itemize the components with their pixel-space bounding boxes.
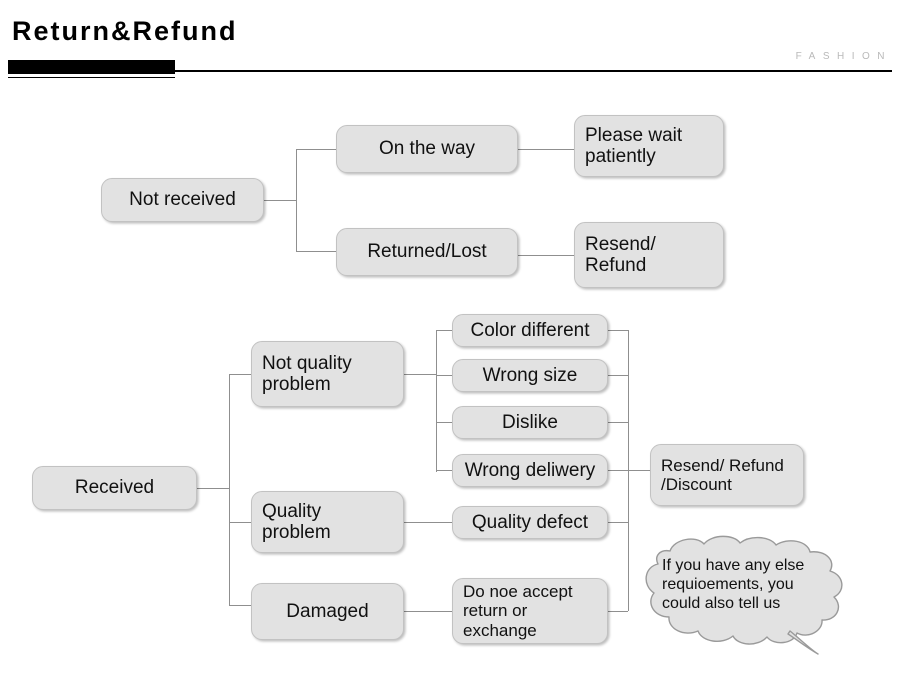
node-resend-refund-discount[interactable]: Resend/ Refund /Discount: [650, 444, 804, 506]
connector-returned-to-resend: [518, 255, 574, 256]
connector-color-different-out: [608, 330, 628, 331]
connector-root2-stem: [197, 488, 229, 489]
header-rule-line: [8, 70, 892, 72]
connector-ontheway-to-wait: [518, 149, 574, 150]
page-title: Return&Refund: [12, 16, 238, 46]
node-on-the-way[interactable]: On the way: [336, 125, 518, 173]
node-received[interactable]: Received: [32, 466, 197, 510]
connector-to-color-different: [436, 330, 452, 331]
header-rule-hairline: [8, 77, 175, 78]
callout-bubble[interactable]: If you have any else requioements, you c…: [640, 535, 858, 655]
connector-damaged-to-donoe: [404, 611, 452, 612]
node-quality-defect[interactable]: Quality defect: [452, 506, 608, 539]
connector-bus-to-outcome: [628, 470, 650, 471]
node-damaged[interactable]: Damaged: [251, 583, 404, 640]
node-please-wait-patiently[interactable]: Please wait patiently: [574, 115, 724, 177]
connector-to-wrong-size: [436, 375, 452, 376]
header-rule-block: [8, 60, 175, 74]
node-returned-lost[interactable]: Returned/Lost: [336, 228, 518, 276]
node-dislike[interactable]: Dislike: [452, 406, 608, 439]
connector-root1-bus: [296, 149, 297, 251]
connector-notquality-bus: [436, 330, 437, 472]
node-not-quality-problem[interactable]: Not quality problem: [251, 341, 404, 407]
connector-donoe-out: [608, 611, 628, 612]
connector-root1-to-returned: [296, 251, 336, 252]
connector-root1-to-ontheway: [296, 149, 336, 150]
node-do-noe-accept[interactable]: Do noe accept return or exchange: [452, 578, 608, 644]
node-resend-refund[interactable]: Resend/ Refund: [574, 222, 724, 288]
connector-root2-to-notquality: [229, 374, 251, 375]
connector-root2-to-quality: [229, 522, 251, 523]
connector-quality-defect-out: [608, 522, 628, 523]
node-color-different[interactable]: Color different: [452, 314, 608, 347]
connector-notquality-stem: [404, 374, 436, 375]
connector-root2-to-damaged: [229, 605, 251, 606]
node-not-received[interactable]: Not received: [101, 178, 264, 222]
node-wrong-size[interactable]: Wrong size: [452, 359, 608, 392]
connector-root2-bus: [229, 374, 230, 605]
connector-to-dislike: [436, 422, 452, 423]
connector-root1-stem: [264, 200, 296, 201]
brand-label: FASHION: [795, 51, 892, 62]
connector-wrong-deliwery-out: [608, 470, 628, 471]
callout-shape: [645, 535, 843, 655]
connector-dislike-out: [608, 422, 628, 423]
connector-wrong-size-out: [608, 375, 628, 376]
connector-quality-to-defect: [404, 522, 452, 523]
node-wrong-deliwery[interactable]: Wrong deliwery: [452, 454, 608, 487]
callout-text: If you have any else requioements, you c…: [662, 557, 805, 612]
connector-to-wrong-deliwery: [436, 470, 452, 471]
node-quality-problem[interactable]: Quality problem: [251, 491, 404, 553]
